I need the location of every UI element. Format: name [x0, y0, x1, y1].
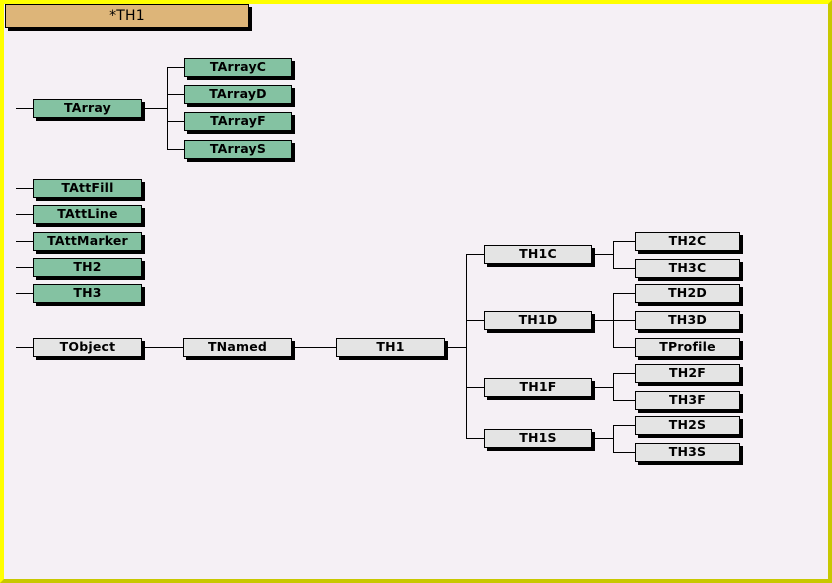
connector-th2d: [613, 293, 635, 294]
connector-tprofile: [613, 347, 635, 348]
class-label: TH1D: [518, 312, 558, 328]
connector-th2c: [613, 241, 635, 242]
diagram-title-label: *TH1: [109, 8, 145, 24]
connector-tobject-stub: [16, 347, 33, 348]
class-box-tattline[interactable]: TAttLine: [33, 205, 142, 224]
class-label: TH3: [73, 285, 102, 301]
connector-th1f: [466, 387, 484, 388]
class-box-tattmarker[interactable]: TAttMarker: [33, 232, 142, 251]
class-label: TAttMarker: [47, 233, 128, 249]
class-box-tarrayf[interactable]: TArrayF: [184, 112, 292, 131]
connector-th3d: [613, 320, 635, 321]
class-box-tarrayd[interactable]: TArrayD: [184, 85, 292, 104]
class-label: TArrayS: [209, 141, 267, 157]
connector-tattmarker-stub: [16, 241, 33, 242]
class-box-tarray[interactable]: TArray: [33, 99, 142, 118]
class-label: TH2S: [668, 417, 707, 433]
connector-th1s: [466, 438, 484, 439]
class-box-th1s[interactable]: TH1S: [484, 429, 592, 448]
class-label: TH3S: [668, 444, 707, 460]
diagram-title-box[interactable]: *TH1: [5, 4, 249, 28]
class-box-th1d[interactable]: TH1D: [484, 311, 592, 330]
class-box-th1c[interactable]: TH1C: [484, 245, 592, 264]
connector-tarray-trunk: [167, 67, 168, 150]
connector-th2f: [613, 373, 635, 374]
connector-tattline-stub: [16, 214, 33, 215]
class-label: TH1S: [519, 430, 557, 446]
connector-th1s-out: [592, 438, 613, 439]
class-label: TAttLine: [57, 206, 118, 222]
class-label: TH2F: [668, 365, 707, 381]
class-box-th2c[interactable]: TH2C: [635, 232, 740, 251]
class-box-th3d[interactable]: TH3D: [635, 311, 740, 330]
class-box-tprofile[interactable]: TProfile: [635, 338, 740, 357]
connector-th3-stub: [16, 293, 33, 294]
connector-th1s-trunk: [613, 425, 614, 452]
connector-tarrays: [167, 149, 184, 150]
class-box-th3f[interactable]: TH3F: [635, 391, 740, 410]
class-label: TH1F: [519, 379, 557, 395]
connector-tarrayd: [167, 94, 184, 95]
connector-th3s: [613, 452, 635, 453]
connector-th3f: [613, 400, 635, 401]
class-box-th2d[interactable]: TH2D: [635, 284, 740, 303]
class-label: TArrayD: [209, 86, 267, 102]
class-box-th3[interactable]: TH3: [33, 284, 142, 303]
class-box-th2f[interactable]: TH2F: [635, 364, 740, 383]
class-box-tarrays[interactable]: TArrayS: [184, 140, 292, 159]
connector-th1c: [466, 254, 484, 255]
class-label: TArrayC: [209, 59, 267, 75]
connector-th1d-out: [592, 320, 613, 321]
class-box-tobject[interactable]: TObject: [33, 338, 142, 357]
class-label: TAttFill: [61, 180, 114, 196]
connector-th3c: [613, 268, 635, 269]
class-label: TH2C: [668, 233, 707, 249]
class-box-th3c[interactable]: TH3C: [635, 259, 740, 278]
class-box-tnamed[interactable]: TNamed: [183, 338, 292, 357]
connector-tnamed-th1: [292, 347, 336, 348]
class-label: TH3F: [668, 392, 707, 408]
class-label: TH1C: [519, 246, 557, 262]
class-box-th1f[interactable]: TH1F: [484, 378, 592, 397]
class-box-th2[interactable]: TH2: [33, 258, 142, 277]
connector-tattfill-stub: [16, 188, 33, 189]
connector-th2-stub: [16, 267, 33, 268]
class-label: TH2: [73, 259, 102, 275]
class-label: TH3C: [668, 260, 707, 276]
class-box-th1[interactable]: TH1: [336, 338, 445, 357]
class-box-th3s[interactable]: TH3S: [635, 443, 740, 462]
connector-th1c-trunk: [613, 241, 614, 268]
connector-th1f-trunk: [613, 373, 614, 400]
connector-th1c-out: [592, 254, 613, 255]
class-label: TObject: [59, 339, 116, 355]
connector-th1d: [466, 320, 484, 321]
class-label: TArray: [64, 100, 111, 116]
class-box-tattfill[interactable]: TAttFill: [33, 179, 142, 198]
connector-th2s: [613, 425, 635, 426]
connector-tarray-left-stub: [16, 108, 33, 109]
class-label: TArrayF: [210, 113, 266, 129]
connector-tarray-right-stub: [142, 108, 167, 109]
class-label: TH3D: [668, 312, 707, 328]
connector-th1-derived-trunk: [466, 254, 467, 438]
connector-tobject-tnamed: [142, 347, 183, 348]
class-box-tarrayc[interactable]: TArrayC: [184, 58, 292, 77]
class-label: TProfile: [659, 339, 716, 355]
connector-th1f-out: [592, 387, 613, 388]
connector-tarrayf: [167, 121, 184, 122]
class-label: TH1: [376, 339, 405, 355]
class-label: TH2D: [668, 285, 707, 301]
connector-tarrayc: [167, 67, 184, 68]
class-box-th2s[interactable]: TH2S: [635, 416, 740, 435]
class-label: TNamed: [207, 339, 268, 355]
connector-th1-to-trunk: [445, 347, 466, 348]
